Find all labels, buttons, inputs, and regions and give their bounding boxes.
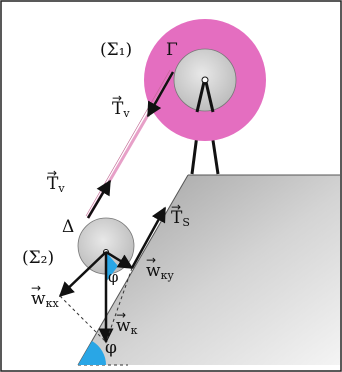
vector-arrow-glyph: → (146, 253, 157, 267)
angle-wedge-upper (106, 252, 118, 282)
label-tension-lower: →Tv (47, 166, 65, 195)
tension-vector-lower (86, 179, 112, 219)
vector-arrow-glyph: → (47, 166, 58, 180)
inclined-plane (78, 175, 340, 365)
label-weight-y: →wκy (146, 253, 174, 282)
label-weight: →wκ (116, 308, 138, 337)
vector-arrow-glyph: → (31, 281, 42, 295)
tension-vector-upper (146, 71, 175, 118)
rope-shadow (85, 69, 171, 217)
label-friction: →TS (171, 200, 190, 229)
label-sigma1: (Σ₁) (100, 40, 133, 60)
label-phi-lower: φ (105, 338, 117, 358)
vector-arrow-glyph: → (116, 308, 127, 322)
pulley-support-left-over (195, 81, 206, 113)
label-weight-x: →wκx (31, 281, 59, 310)
projection-dashed-2 (105, 267, 133, 343)
label-phi-upper: φ (108, 268, 119, 286)
pulley-support-right-over (204, 81, 215, 113)
weight-y-component (105, 250, 134, 270)
incline-edge (77, 174, 189, 366)
projection-dashed-1 (59, 295, 107, 343)
vector-arrow-glyph: → (171, 200, 182, 214)
label-tension-upper: →Tv (112, 91, 130, 120)
label-gamma: Γ (166, 40, 178, 60)
weight-x-component (58, 251, 107, 298)
label-delta: Δ (62, 217, 75, 237)
friction-vector (130, 206, 167, 269)
angle-wedge-lower (78, 341, 106, 365)
vector-arrow-glyph: → (112, 91, 123, 105)
label-sigma2: (Σ₂) (22, 248, 55, 268)
